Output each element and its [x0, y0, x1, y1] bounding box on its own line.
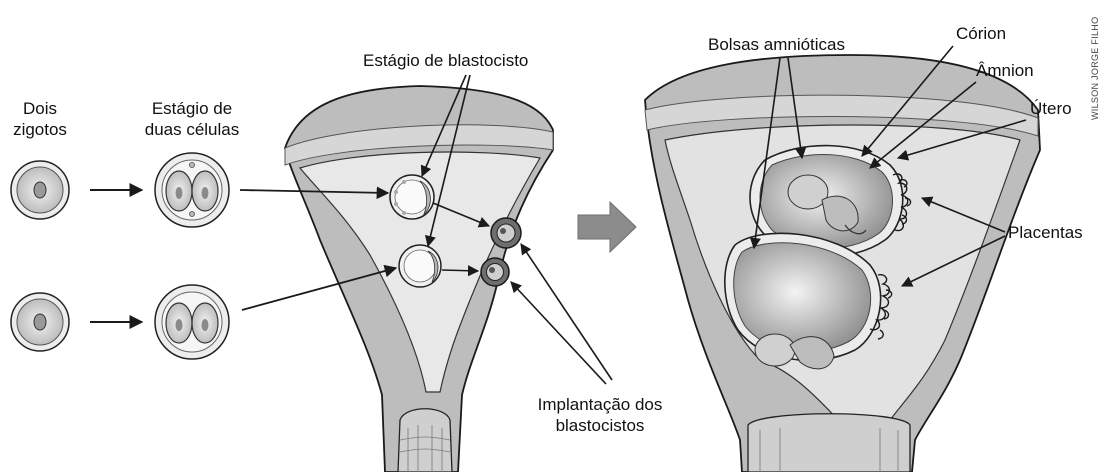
- two-cell-bottom: [155, 285, 229, 359]
- two-cell-top: [155, 153, 229, 227]
- blastocyst-upper: [390, 175, 434, 219]
- label-implantacao-line1: Implantação dos: [512, 394, 688, 415]
- blastocyst-lower: [399, 245, 441, 287]
- arrow-implant-lower: [442, 270, 478, 271]
- label-implantacao: Implantação dos blastocistos: [512, 394, 688, 436]
- label-estagio-blastocisto: Estágio de blastocisto: [363, 50, 528, 71]
- label-dois-zigotos-line1: Dois: [10, 98, 70, 119]
- zygote-bottom: [11, 293, 69, 351]
- label-corion: Córion: [956, 23, 1006, 44]
- label-utero: Útero: [1030, 98, 1072, 119]
- label-dois-zigotos: Dois zigotos: [10, 98, 70, 140]
- label-bolsas-amnioticas: Bolsas amnióticas: [708, 34, 845, 55]
- implanting-blastocyst-upper: [491, 218, 521, 248]
- pointer-implant-upper: [521, 244, 612, 380]
- label-duas-celulas-line1: Estágio de: [138, 98, 246, 119]
- illustrator-credit: WILSON JORGE FILHO: [1090, 0, 1110, 120]
- implanting-blastocyst-lower: [481, 258, 509, 286]
- label-duas-celulas-line2: duas células: [138, 119, 246, 140]
- label-duas-celulas: Estágio de duas células: [138, 98, 246, 140]
- label-placentas: Placentas: [1008, 222, 1083, 243]
- progress-arrow-icon: [578, 202, 636, 252]
- label-dois-zigotos-line2: zigotos: [10, 119, 70, 140]
- pointer-implant-lower: [511, 282, 606, 384]
- zygote-top: [11, 161, 69, 219]
- label-implantacao-line2: blastocistos: [512, 415, 688, 436]
- label-amnion: Âmnion: [976, 60, 1034, 81]
